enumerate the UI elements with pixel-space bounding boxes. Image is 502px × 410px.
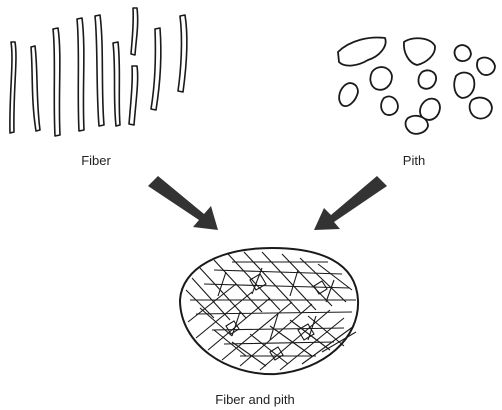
- fiber-label: Fiber: [60, 153, 132, 168]
- arrow-from-fiber-icon: [148, 176, 218, 230]
- fiber-strand: [113, 42, 120, 126]
- fiber-strand: [10, 42, 16, 133]
- fiber-strand: [53, 28, 60, 136]
- pith-particle: [477, 58, 495, 75]
- fiber-and-pith-mixture-illustration: [180, 248, 358, 374]
- pith-particle: [406, 116, 428, 134]
- pith-particle: [455, 45, 471, 61]
- fiber-strands-illustration: [10, 8, 187, 136]
- fiber-strand: [77, 18, 84, 131]
- pith-particle: [454, 73, 474, 98]
- pith-particle: [338, 38, 386, 66]
- arrow-from-pith-icon: [314, 176, 387, 230]
- fiber-strand: [31, 46, 40, 131]
- pith-particle: [339, 83, 358, 106]
- pith-particle: [404, 38, 435, 65]
- fiber-strand: [178, 15, 187, 92]
- fiber-and-pith-label: Fiber and pith: [190, 392, 320, 407]
- fiber-strand: [151, 28, 161, 110]
- pith-particle: [381, 96, 398, 115]
- pith-label: Pith: [384, 153, 444, 168]
- fiber-strand: [129, 66, 138, 125]
- arrows-group: [148, 176, 387, 230]
- fiber-strand: [95, 15, 104, 126]
- pith-particle: [470, 98, 492, 119]
- pith-particle: [418, 70, 436, 88]
- pith-particles-illustration: [338, 38, 495, 134]
- fiber-strand: [131, 8, 138, 55]
- pith-particle: [370, 67, 392, 90]
